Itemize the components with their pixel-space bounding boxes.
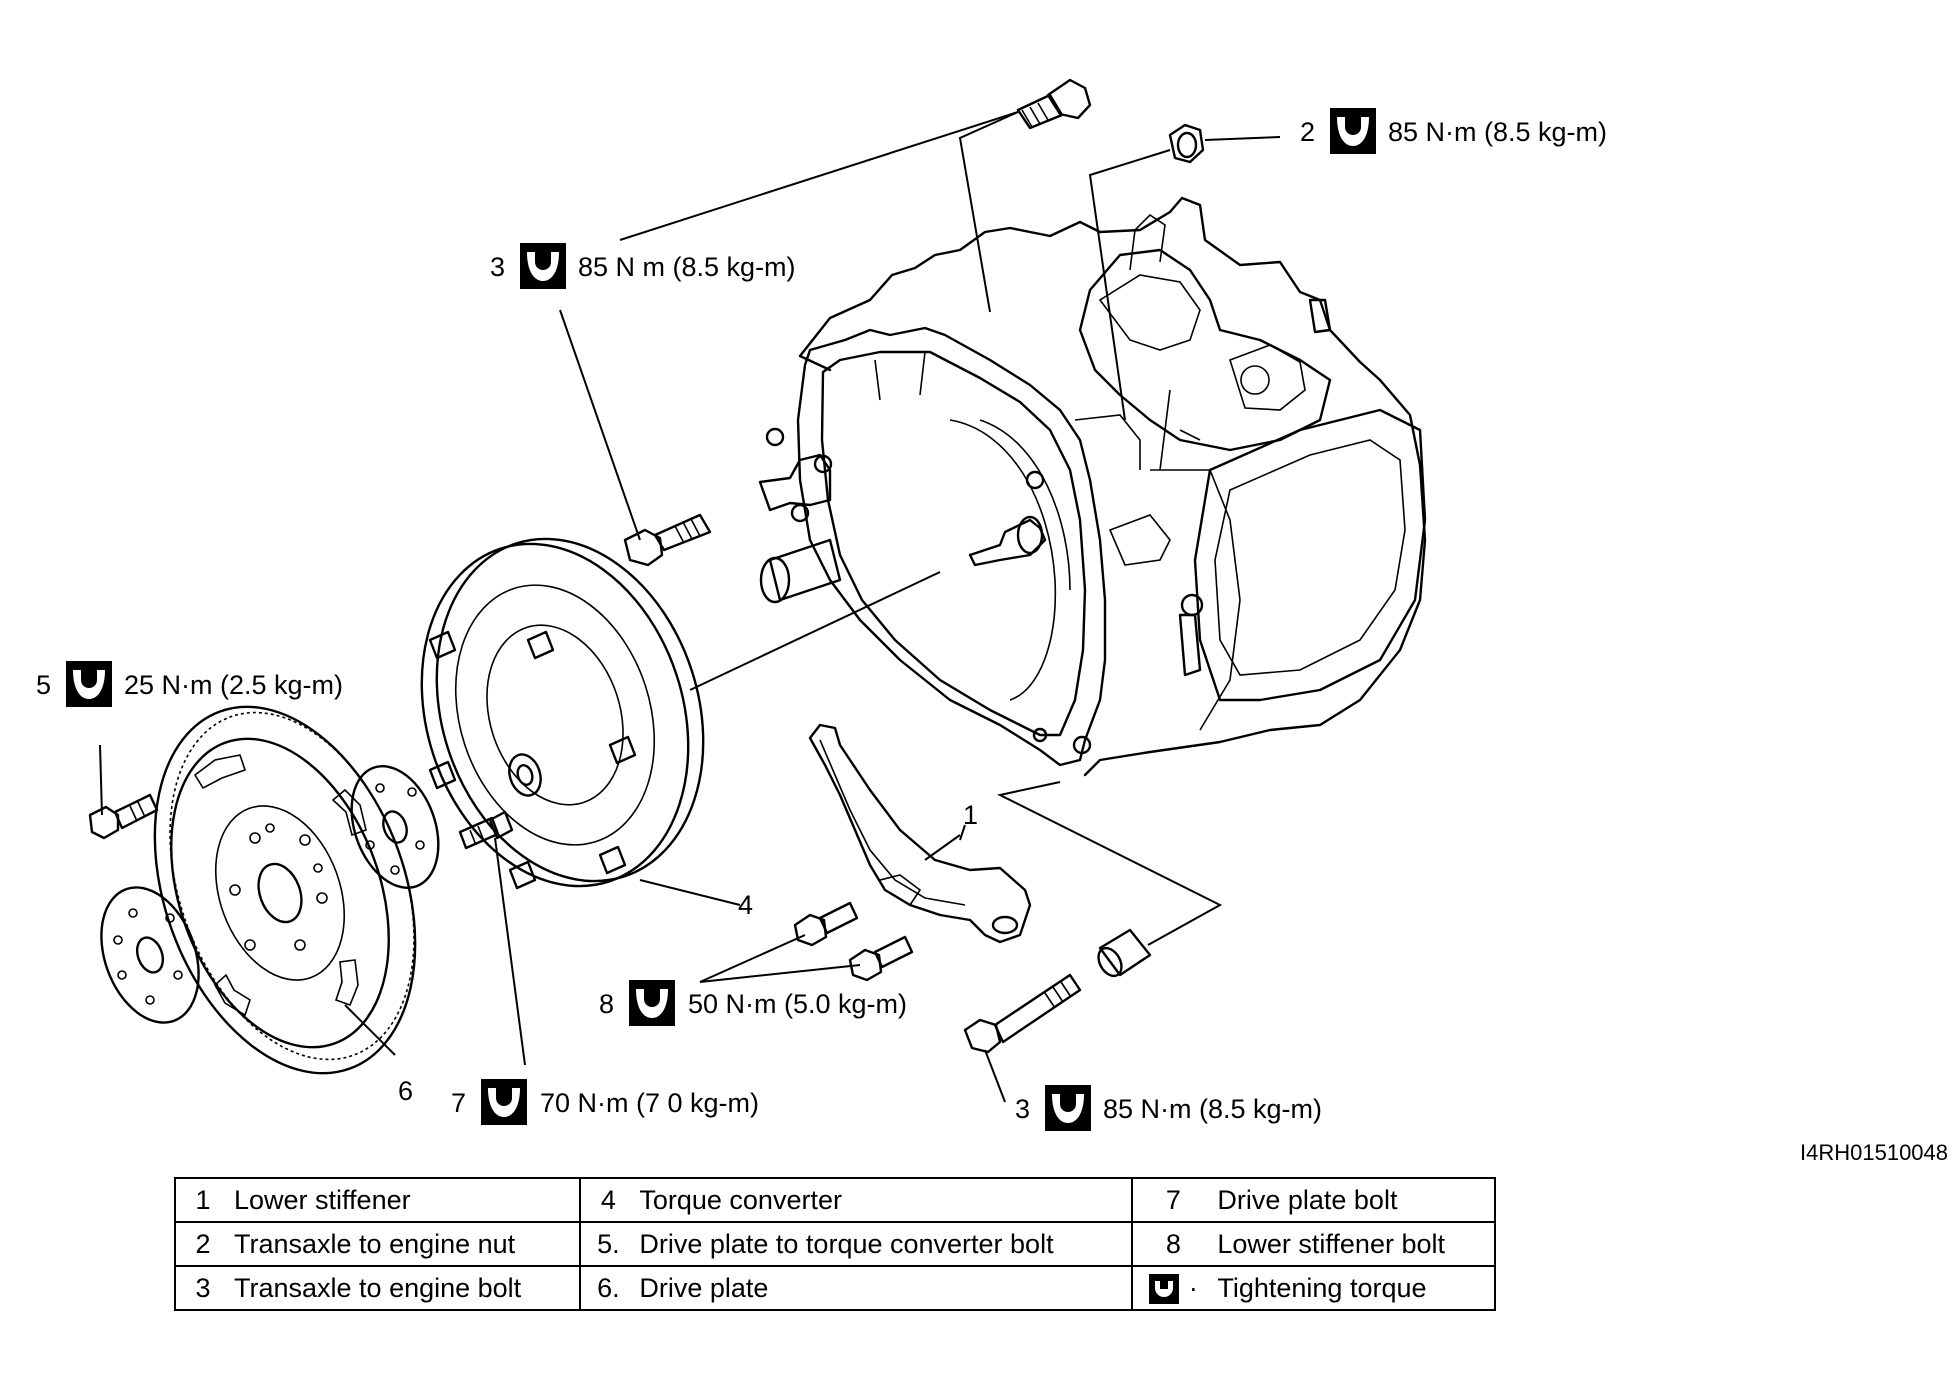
wrench-icon bbox=[520, 243, 566, 289]
wrench-icon bbox=[1045, 1085, 1091, 1131]
figure-code: I4RH01510048 bbox=[1800, 1140, 1949, 1165]
svg-text:25 N·m (2.5 kg-m): 25 N·m (2.5 kg-m) bbox=[124, 670, 343, 700]
svg-text:85 N·m (8.5 kg-m): 85 N·m (8.5 kg-m) bbox=[1103, 1094, 1322, 1124]
svg-text:7: 7 bbox=[451, 1088, 466, 1118]
bottom-transaxle-bolt bbox=[963, 973, 1082, 1054]
callout-7: 7 70 N·m (7 0 kg-m) bbox=[451, 1079, 759, 1125]
transaxle-nut bbox=[1168, 123, 1205, 164]
legend-row: 2 Transaxle to engine nut 5. Drive plate… bbox=[174, 1221, 1496, 1267]
legend-label: Lower stiffener bbox=[220, 1177, 582, 1223]
svg-text:85 N·m (8.5 kg-m): 85 N·m (8.5 kg-m) bbox=[1388, 117, 1607, 147]
legend-label: Lower stiffener bolt bbox=[1203, 1221, 1496, 1267]
legend-number: 2 bbox=[174, 1221, 220, 1267]
transaxle-housing bbox=[758, 196, 1427, 777]
parts-legend-table: 1 Lower stiffener 4 Torque converter 7 D… bbox=[174, 1177, 1496, 1311]
callout-8: 8 50 N·m (5.0 kg-m) bbox=[599, 980, 907, 1026]
wrench-icon bbox=[1330, 108, 1376, 154]
wrench-icon bbox=[1148, 1273, 1179, 1304]
svg-text:2: 2 bbox=[1300, 117, 1315, 147]
legend-label: Torque converter bbox=[625, 1177, 1134, 1223]
part-number-4: 4 bbox=[738, 890, 753, 920]
legend-number: 8 bbox=[1131, 1221, 1204, 1267]
legend-label: Drive plate bbox=[625, 1265, 1134, 1311]
wrench-icon bbox=[66, 661, 112, 707]
legend-torque-symbol: · bbox=[1131, 1265, 1204, 1311]
dowel-sleeve bbox=[1097, 928, 1152, 978]
legend-number: 7 bbox=[1131, 1177, 1204, 1223]
part-number-6: 6 bbox=[398, 1076, 413, 1106]
drive-plate-bolt bbox=[458, 810, 514, 850]
leader-lines bbox=[99, 111, 1281, 1103]
legend-number: 4 bbox=[579, 1177, 626, 1223]
rear-shim bbox=[100, 886, 200, 1024]
svg-text:70 N·m (7 0 kg-m): 70 N·m (7 0 kg-m) bbox=[540, 1088, 759, 1118]
stiffener-bolt-upper bbox=[793, 901, 859, 947]
drive-plate-to-converter-bolt bbox=[88, 793, 159, 840]
legend-number: 3 bbox=[174, 1265, 220, 1311]
legend-row: 3 Transaxle to engine bolt 6. Drive plat… bbox=[174, 1265, 1496, 1311]
top-transaxle-bolt bbox=[1016, 78, 1092, 130]
legend-label: Transaxle to engine nut bbox=[220, 1221, 582, 1267]
wrench-icon bbox=[481, 1079, 527, 1125]
legend-label: Drive plate to torque converter bolt bbox=[625, 1221, 1134, 1267]
legend-number: 5. bbox=[579, 1221, 626, 1267]
svg-text:3: 3 bbox=[490, 252, 505, 282]
drive-plate bbox=[153, 705, 417, 1075]
callout-2-top: 2 85 N·m (8.5 kg-m) bbox=[1300, 108, 1607, 154]
stiffener-bolt-lower bbox=[848, 935, 914, 982]
legend-number: 1 bbox=[174, 1177, 220, 1223]
svg-text:8: 8 bbox=[599, 989, 614, 1019]
front-shim bbox=[350, 765, 440, 889]
svg-text:5: 5 bbox=[36, 670, 51, 700]
legend-number: 6. bbox=[579, 1265, 626, 1311]
part-number-1: 1 bbox=[963, 800, 978, 830]
legend-row: 1 Lower stiffener 4 Torque converter 7 D… bbox=[174, 1177, 1496, 1223]
lower-stiffener bbox=[808, 723, 1032, 944]
legend-label: Tightening torque bbox=[1203, 1265, 1496, 1311]
svg-text:50 N·m (5.0 kg-m): 50 N·m (5.0 kg-m) bbox=[688, 989, 907, 1019]
svg-text:3: 3 bbox=[1015, 1094, 1030, 1124]
callout-3-top: 3 85 N m (8.5 kg-m) bbox=[490, 243, 796, 289]
callout-3-bottom: 3 85 N·m (8.5 kg-m) bbox=[1015, 1085, 1322, 1131]
left-transaxle-bolt bbox=[623, 513, 712, 567]
wrench-icon bbox=[629, 980, 675, 1026]
legend-label: Drive plate bolt bbox=[1203, 1177, 1496, 1223]
svg-text:85 N m (8.5 kg-m): 85 N m (8.5 kg-m) bbox=[578, 252, 796, 282]
legend-label: Transaxle to engine bolt bbox=[220, 1265, 582, 1311]
torque-converter bbox=[420, 537, 705, 890]
callout-5: 5 25 N·m (2.5 kg-m) bbox=[36, 661, 343, 707]
